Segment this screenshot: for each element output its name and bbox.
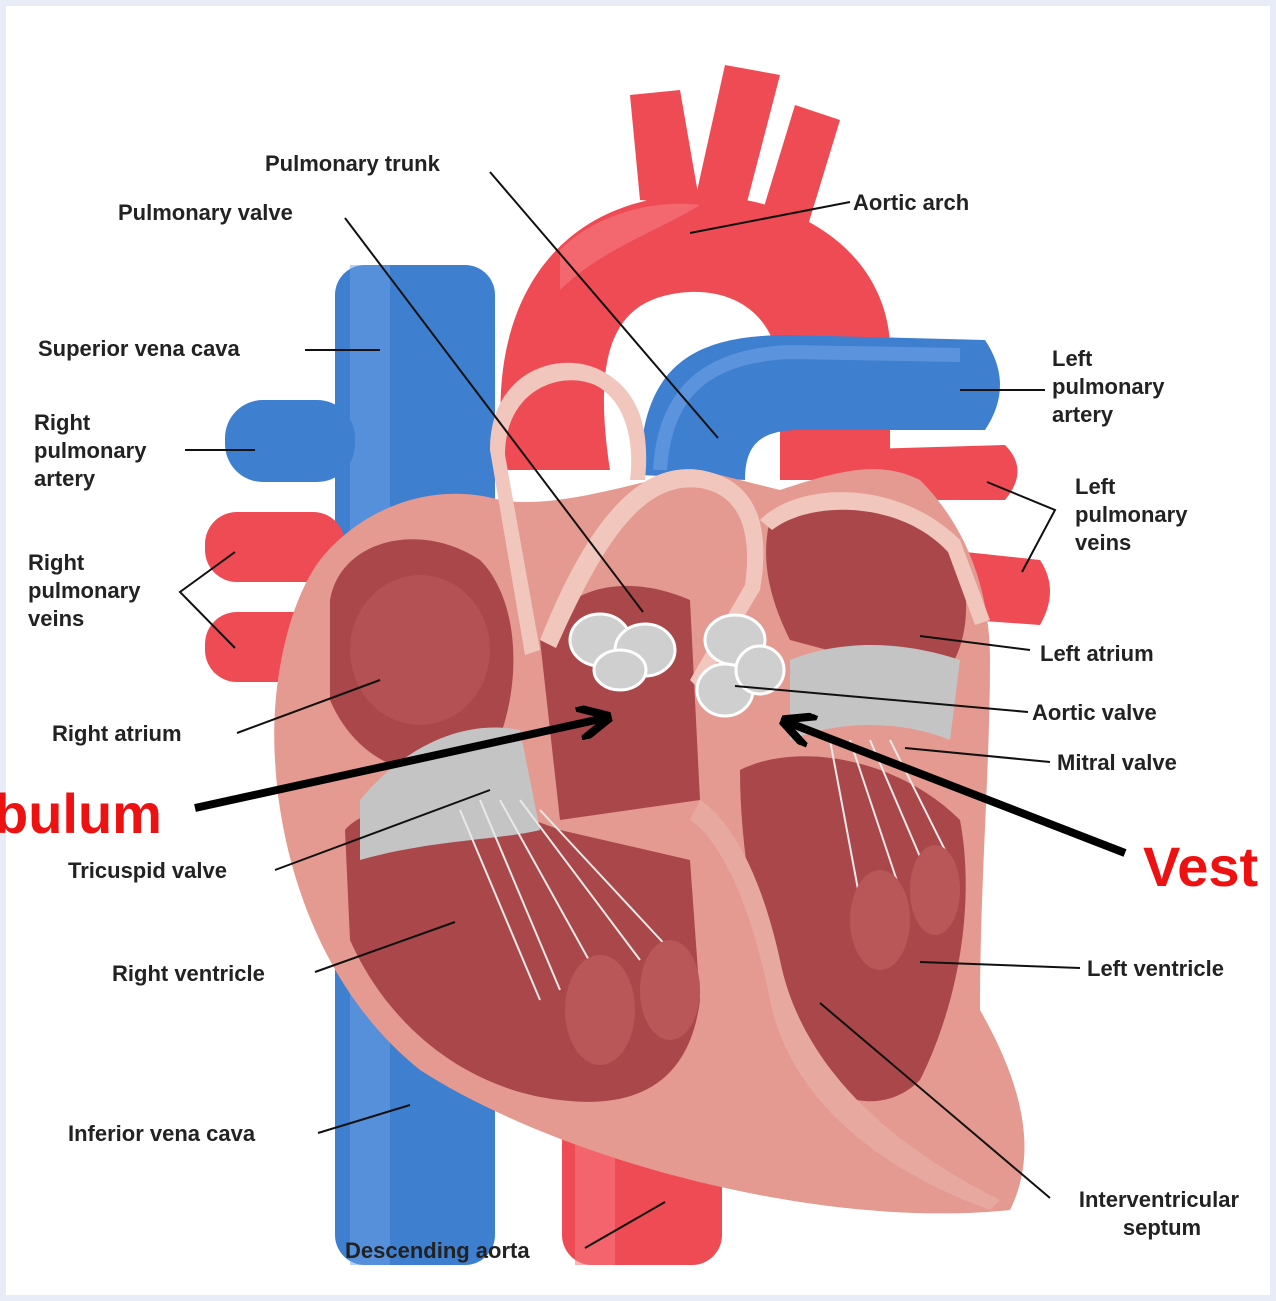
label-aortic-valve: Aortic valve: [1032, 700, 1157, 725]
label-left-pulmonary-veins-line3: veins: [1075, 530, 1131, 555]
label-interventricular-septum-line1: Interventricular: [1079, 1187, 1240, 1212]
label-pulmonary-valve: Pulmonary valve: [118, 200, 293, 225]
label-pulmonary-trunk: Pulmonary trunk: [265, 151, 441, 176]
label-left-pulmonary-veins-line2: pulmonary: [1075, 502, 1188, 527]
right-pulmonary-artery-vessel: [225, 400, 355, 482]
label-left-pulmonary-artery-line3: artery: [1052, 402, 1114, 427]
label-right-pulmonary-artery: Right pulmonary artery: [34, 410, 153, 491]
label-tricuspid-valve: Tricuspid valve: [68, 858, 227, 883]
label-inferior-vena-cava: Inferior vena cava: [68, 1121, 256, 1146]
label-interventricular-septum: Interventricular septum: [1079, 1187, 1245, 1240]
label-left-atrium: Left atrium: [1040, 641, 1154, 666]
label-descending-aorta: Descending aorta: [345, 1238, 530, 1263]
label-right-pulmonary-veins-line1: Right: [28, 550, 85, 575]
callout-left-text: bulum: [0, 782, 162, 845]
label-right-pulmonary-artery-line2: pulmonary: [34, 438, 147, 463]
label-superior-vena-cava: Superior vena cava: [38, 336, 241, 361]
label-right-pulmonary-veins: Right pulmonary veins: [28, 550, 147, 631]
label-left-pulmonary-veins: Left pulmonary veins: [1075, 474, 1194, 555]
label-left-ventricle: Left ventricle: [1087, 956, 1224, 981]
label-left-pulmonary-veins-line1: Left: [1075, 474, 1116, 499]
label-right-pulmonary-veins-line3: veins: [28, 606, 84, 631]
label-mitral-valve: Mitral valve: [1057, 750, 1177, 775]
label-aortic-arch: Aortic arch: [853, 190, 969, 215]
label-left-pulmonary-artery-line2: pulmonary: [1052, 374, 1165, 399]
label-right-pulmonary-veins-line2: pulmonary: [28, 578, 141, 603]
label-interventricular-septum-line2: septum: [1123, 1215, 1201, 1240]
label-left-pulmonary-artery: Left pulmonary artery: [1052, 346, 1171, 427]
label-right-ventricle: Right ventricle: [112, 961, 265, 986]
label-right-atrium: Right atrium: [52, 721, 182, 746]
label-right-pulmonary-artery-line1: Right: [34, 410, 91, 435]
label-right-pulmonary-artery-line3: artery: [34, 466, 96, 491]
callout-right-text: Vest: [1143, 835, 1258, 898]
label-left-pulmonary-artery-line1: Left: [1052, 346, 1093, 371]
